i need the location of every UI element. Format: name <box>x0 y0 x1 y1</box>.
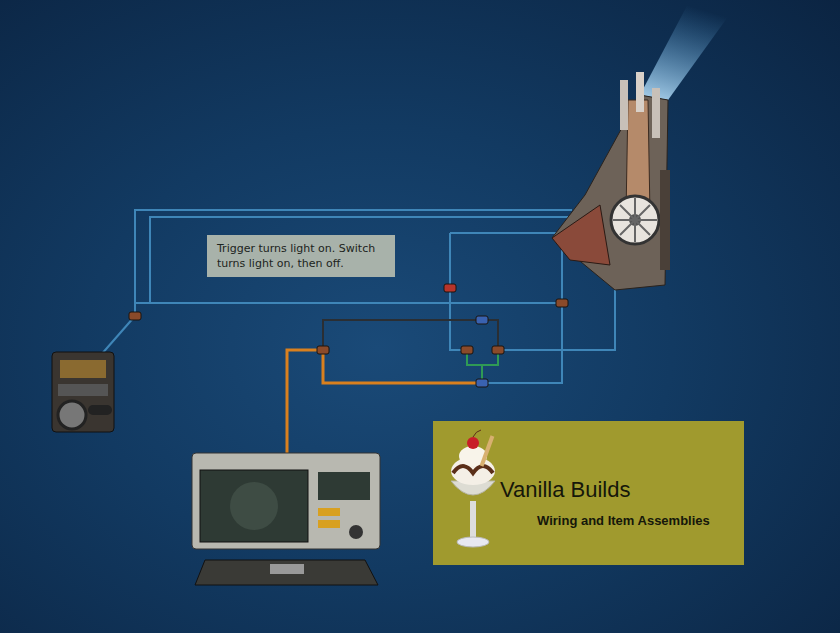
banner-box: Vanilla BuildsWiring and Item Assemblies <box>433 421 744 565</box>
wires <box>100 210 615 455</box>
label-text: Trigger turns light on. Switch turns lig… <box>217 241 385 271</box>
sundae-icon <box>443 429 503 554</box>
light-beam <box>640 0 740 100</box>
components <box>129 284 568 387</box>
note-box: Trigger turns light on. Switch turns lig… <box>207 235 395 277</box>
searchlight <box>552 72 670 290</box>
motion-detector <box>52 352 114 432</box>
terminal <box>192 453 380 585</box>
label-text: Vanilla Builds <box>500 477 630 503</box>
subtitle-text: Wiring and Item Assemblies <box>537 513 710 528</box>
